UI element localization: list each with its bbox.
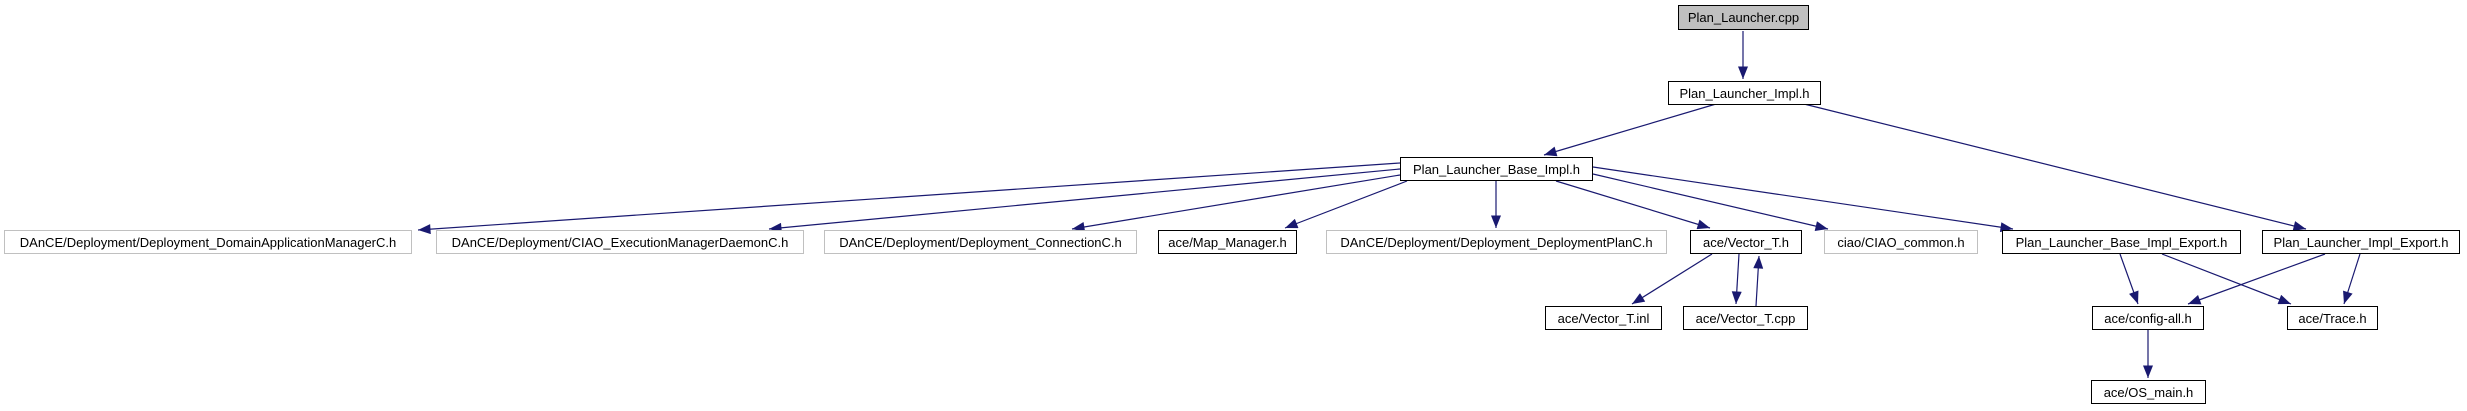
- node-ace-trace-h[interactable]: ace/Trace.h: [2287, 306, 2378, 330]
- edge-plan-launcher-base-impl-h-to-ace-map-manager-h: [1284, 180, 1408, 229]
- edge-plan-launcher-impl-h-to-plan-launcher-base-impl-h: [1543, 103, 1717, 157]
- edge-plan-launcher-impl-export-h-to-ace-config-all-h: [2187, 253, 2326, 305]
- edge-ace-vector-t-h-to-ace-vector-t-inl: [1631, 253, 1713, 305]
- node-ciao-common-h: ciao/CIAO_common.h: [1824, 230, 1978, 254]
- node-ace-map-manager-h[interactable]: ace/Map_Manager.h: [1158, 230, 1297, 254]
- edge-plan-launcher-base-impl-h-to-ciao-common-h: [1592, 173, 1829, 232]
- edge-plan-launcher-base-impl-h-to-plan-launcher-base-impl-export-h: [1592, 166, 2014, 233]
- node-ace-vector-t-cpp[interactable]: ace/Vector_T.cpp: [1683, 306, 1808, 330]
- node-ace-os-main-h[interactable]: ace/OS_main.h: [2091, 380, 2206, 404]
- edge-plan-launcher-base-impl-h-to-ace-vector-t-h: [1555, 180, 1711, 230]
- edge-plan-launcher-base-impl-export-h-to-ace-trace-h: [2161, 253, 2292, 305]
- node-ciao-execution-manager-daemon-c-h: DAnCE/Deployment/CIAO_ExecutionManagerDa…: [436, 230, 804, 254]
- node-deployment-deployment-plan-c-h: DAnCE/Deployment/Deployment_DeploymentPl…: [1326, 230, 1667, 254]
- edge-plan-launcher-impl-export-h-to-ace-trace-h: [2343, 253, 2361, 305]
- edge-plan-launcher-base-impl-export-h-to-ace-config-all-h: [2119, 253, 2139, 305]
- node-plan-launcher-impl-h[interactable]: Plan_Launcher_Impl.h: [1668, 81, 1821, 105]
- node-deployment-domain-application-manager-c-h: DAnCE/Deployment/Deployment_DomainApplic…: [4, 230, 412, 254]
- node-plan-launcher-impl-export-h[interactable]: Plan_Launcher_Impl_Export.h: [2262, 230, 2460, 254]
- node-plan-launcher-base-impl-export-h[interactable]: Plan_Launcher_Base_Impl_Export.h: [2002, 230, 2241, 254]
- edge-plan-launcher-base-impl-h-to-deployment-domain-application-manager-c-h: [417, 162, 1401, 235]
- edge-ace-vector-t-h-to-ace-vector-t-cpp: [1731, 253, 1742, 305]
- node-plan-launcher-base-impl-h[interactable]: Plan_Launcher_Base_Impl.h: [1400, 157, 1593, 181]
- edge-plan-launcher-base-impl-h-to-ciao-execution-manager-daemon-c-h: [768, 168, 1401, 233]
- node-ace-config-all-h[interactable]: ace/config-all.h: [2092, 306, 2204, 330]
- node-ace-vector-t-h[interactable]: ace/Vector_T.h: [1690, 230, 1802, 254]
- edge-plan-launcher-impl-h-to-plan-launcher-impl-export-h: [1803, 103, 2307, 231]
- edge-ace-vector-t-cpp-to-ace-vector-t-h: [1753, 255, 1764, 307]
- node-ace-vector-t-inl[interactable]: ace/Vector_T.inl: [1545, 306, 1662, 330]
- edge-plan-launcher-base-impl-h-to-deployment-connection-c-h: [1071, 174, 1401, 232]
- node-plan-launcher-cpp: Plan_Launcher.cpp: [1678, 5, 1809, 30]
- node-deployment-connection-c-h: DAnCE/Deployment/Deployment_ConnectionC.…: [824, 230, 1137, 254]
